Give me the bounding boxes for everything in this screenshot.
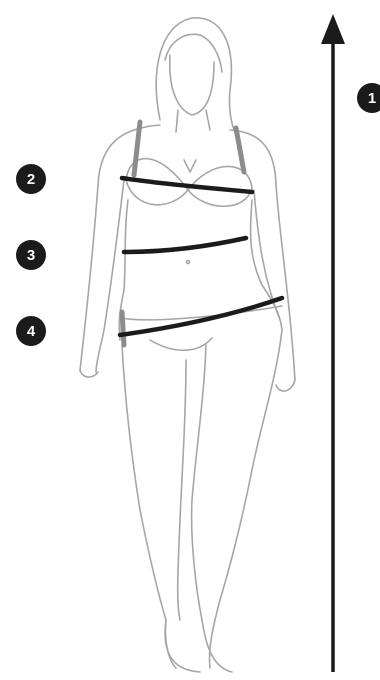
marker-2-bust: 2	[16, 164, 46, 194]
navel	[187, 261, 190, 264]
neck-left	[176, 110, 178, 132]
left-arm-inner	[96, 180, 124, 372]
height-arrow	[321, 14, 345, 672]
cleavage-line	[184, 160, 196, 172]
left-foot	[165, 620, 200, 672]
right-leg-outer	[209, 330, 282, 668]
left-leg-inner	[178, 360, 186, 620]
hair-outline	[156, 18, 240, 142]
panty-bottom	[150, 338, 212, 350]
marker-1-height: 1	[357, 83, 380, 113]
marker-4-hips: 4	[16, 316, 46, 346]
marker-3-waist: 3	[16, 240, 46, 270]
neck-right	[206, 110, 210, 130]
waist-measure-line	[124, 238, 246, 252]
hip-accent-left	[122, 312, 124, 345]
left-leg-outer	[122, 345, 176, 668]
height-arrow-head	[321, 14, 345, 44]
right-leg-inner	[192, 345, 206, 620]
right-bra-strap	[236, 128, 244, 172]
face-outline	[170, 55, 214, 115]
right-hand	[276, 380, 295, 391]
right-foot	[202, 620, 232, 672]
